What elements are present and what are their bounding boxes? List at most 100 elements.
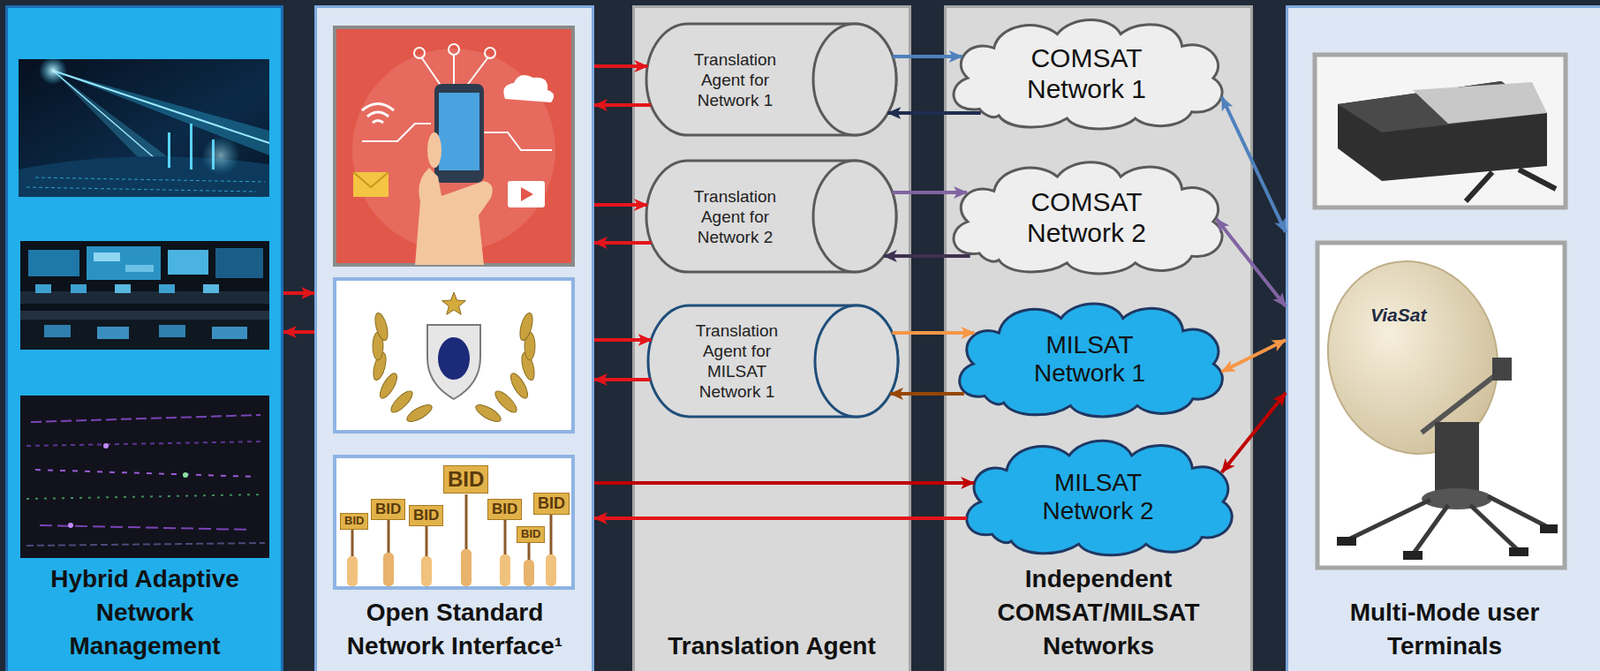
control-room-image-part xyxy=(215,248,264,279)
connector-arrow xyxy=(1222,339,1286,372)
satellite-beam-image-part xyxy=(52,70,270,144)
connector-arrow xyxy=(594,64,648,68)
bidding-image-part xyxy=(550,514,553,570)
network-cloud: MILSAT Network 2 xyxy=(953,430,1243,559)
connector-arrow xyxy=(594,103,651,107)
cylinder-body xyxy=(648,305,899,417)
label-holder: ViaSat xyxy=(1370,304,1427,325)
satellite-beam-image-part xyxy=(211,139,215,170)
text-holder: Open Standard Network Interface¹ xyxy=(322,596,588,664)
mobile-apps-image-part xyxy=(334,27,574,265)
mobile-apps-image-part xyxy=(362,123,552,151)
dish-terminal-image-part xyxy=(1470,505,1519,551)
network-label: COMSAT Network 1 xyxy=(998,42,1176,105)
text-holder: COMSAT Network 1 xyxy=(940,17,1233,129)
network-traces-image xyxy=(20,395,270,559)
network-traces-image-part xyxy=(26,494,265,499)
command-emblem-image-part xyxy=(404,401,435,425)
mobile-apps-image-part xyxy=(434,83,484,183)
bidding-image-part xyxy=(387,519,391,570)
mobile-apps-image xyxy=(334,27,574,265)
text-holder: Translation Agent for MILSAT Network 1 xyxy=(662,303,812,419)
panel-label: Hybrid Adaptive Network Management xyxy=(25,562,265,664)
dish-terminal-image-part xyxy=(1421,370,1502,433)
column-panel: Translation AgentTranslation Agent for N… xyxy=(632,5,912,671)
mobile-apps-image-part xyxy=(353,172,389,188)
flyaway-terminal-image-part xyxy=(1518,169,1556,189)
brand-text: ViaSat xyxy=(1370,304,1427,325)
command-emblem-image-part xyxy=(517,311,536,342)
mobile-apps-image-part xyxy=(448,44,460,55)
agent-label: Translation Agent for Network 1 xyxy=(677,49,794,111)
dish-terminal-image-part xyxy=(1492,357,1512,381)
control-room-image-part xyxy=(97,326,129,340)
command-emblem-image-part xyxy=(377,370,400,401)
flyaway-terminal-image-part xyxy=(1412,82,1548,124)
control-room-image-part xyxy=(35,284,52,294)
connector-arrow xyxy=(883,254,971,258)
control-room-image-part xyxy=(158,284,175,294)
network-cloud: MILSAT Network 1 xyxy=(946,294,1233,421)
command-emblem-image-part xyxy=(473,401,504,425)
network-label: COMSAT Network 2 xyxy=(998,186,1176,249)
control-room-image-part xyxy=(86,246,161,280)
dish-terminal-image-part xyxy=(1306,241,1519,474)
command-emblem-image-part xyxy=(372,332,384,361)
label-holder: BID xyxy=(487,498,522,521)
command-emblem-image-part xyxy=(519,351,537,382)
sign-text: BID xyxy=(408,505,444,527)
sign-text: BID xyxy=(487,498,522,521)
command-emblem-image xyxy=(334,279,574,432)
control-room-image-part xyxy=(125,264,154,272)
text-holder: Translation Agent for Network 1 xyxy=(660,22,810,137)
text-holder: Independent COMSAT/MILSAT Networks xyxy=(966,562,1231,664)
network-cloud: COMSAT Network 2 xyxy=(940,152,1233,278)
dish-terminal-image-part xyxy=(1412,505,1449,555)
bidding-image-part xyxy=(499,554,511,587)
control-room-image-part xyxy=(93,252,121,262)
mobile-apps-image-part xyxy=(507,181,545,208)
satellite-beam-image-part xyxy=(52,70,270,156)
command-emblem-image-part xyxy=(372,311,391,342)
connector-arrow xyxy=(892,54,963,59)
connector-arrow xyxy=(594,338,652,342)
satellite-beam-image-part xyxy=(201,135,241,175)
command-emblem-image-part xyxy=(491,387,520,416)
label-holder: BID xyxy=(443,465,489,494)
control-room-image-part xyxy=(20,310,270,320)
satellite-beam-image-part xyxy=(52,70,221,197)
flyaway-terminal-image-part xyxy=(1314,54,1566,208)
bidding-image-part xyxy=(465,494,468,570)
mobile-apps-image-part xyxy=(415,167,493,265)
mobile-apps-image-part xyxy=(353,172,389,197)
network-traces-image-part xyxy=(35,469,257,477)
sign-text: BID xyxy=(443,465,489,494)
mobile-apps-image-part xyxy=(503,75,554,103)
control-room-image-part xyxy=(158,324,186,338)
mobile-apps-image-part xyxy=(427,132,442,168)
cloud-shape xyxy=(966,440,1232,556)
satellite-beam-image xyxy=(18,56,270,197)
mobile-apps-image-part xyxy=(520,187,534,202)
text-holder: Hybrid Adaptive Network Management xyxy=(25,562,265,664)
cylinder-outline xyxy=(644,158,899,274)
bidding-image-part xyxy=(347,556,358,587)
cloud-shape xyxy=(953,162,1223,274)
command-emblem-image-part xyxy=(427,324,481,400)
network-label: MILSAT Network 2 xyxy=(1014,468,1183,526)
agent-label: Translation Agent for Network 2 xyxy=(677,186,794,248)
network-traces-image-part xyxy=(103,443,109,449)
satellite-beam-image-part xyxy=(189,123,193,170)
satellite-beam-image-part xyxy=(52,70,200,197)
text-holder: Translation Agent for Network 2 xyxy=(660,158,810,274)
sign-text: BID xyxy=(533,492,570,515)
bidding-image-part xyxy=(425,525,429,570)
control-room-image-part xyxy=(20,291,270,304)
mobile-apps-image-part xyxy=(414,47,425,59)
satellite-beam-image-part xyxy=(167,132,171,168)
column-panel: Hybrid Adaptive Network Management xyxy=(5,5,284,671)
cloud-shape xyxy=(959,303,1223,417)
bidding-image-part xyxy=(528,542,531,570)
